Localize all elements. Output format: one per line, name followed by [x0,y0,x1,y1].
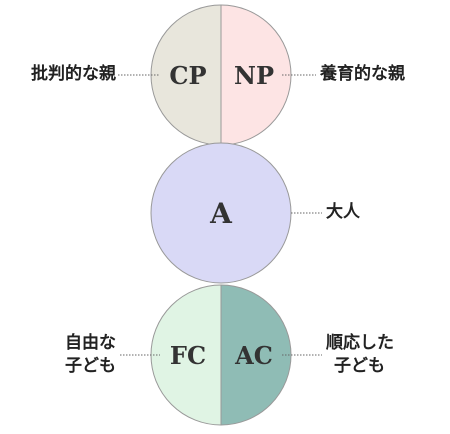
cp-half [151,5,221,145]
ac-code: AC [234,341,273,370]
parent-circle: CP NP [150,4,292,146]
fc-label: 自由な 子ども [0,332,116,378]
ac-label-line1: 順応した [326,333,394,353]
ac-half [221,285,291,425]
ac-label: 順応した 子ども [326,332,394,378]
cp-code: CP [169,61,206,90]
fc-label-line2: 子ども [65,355,116,376]
fc-label-line1: 自由な [65,333,116,353]
fc-code: FC [170,341,206,370]
adult-code: A [209,197,233,230]
ac-label-line2: 子ども [334,355,385,376]
np-half [221,5,291,145]
child-circle: FC AC [150,284,292,426]
adult-label: 大人 [326,202,360,222]
adult-circle: A [150,142,292,284]
np-code: NP [234,61,274,90]
cp-label: 批判的な親 [31,64,116,84]
fc-half [151,285,221,425]
np-label: 養育的な親 [320,64,405,84]
